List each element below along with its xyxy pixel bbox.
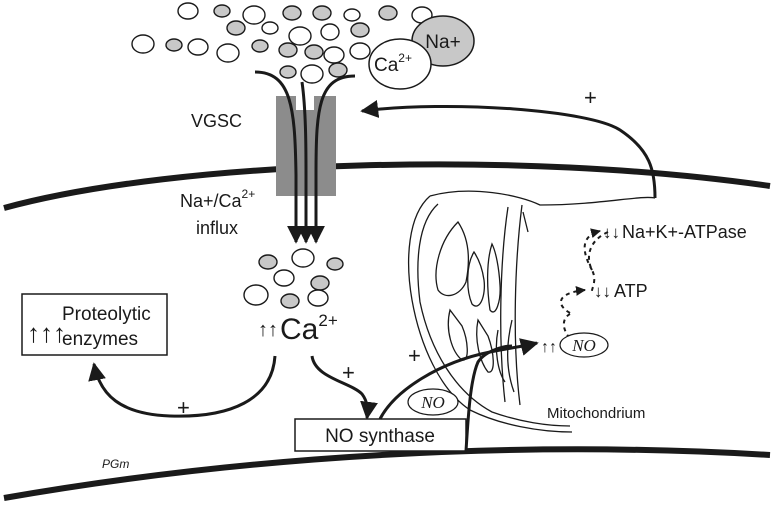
vgsc-label: VGSC <box>191 111 242 131</box>
plus-sign-synthase: + <box>408 343 421 368</box>
no-mito-indicator: ↑↑ <box>541 339 557 356</box>
dashed-arrow-to-atp <box>588 231 609 295</box>
influx-arrow-right <box>307 74 356 244</box>
proteolytic-box <box>21 293 168 356</box>
outer-membrane <box>3 161 771 211</box>
no-cytosol-label: NO <box>420 393 445 412</box>
influx-arrow-center <box>297 81 315 244</box>
no-cytosol-oval <box>407 388 459 416</box>
mitochondrion <box>408 190 656 433</box>
influx-label-line1: Na+/Ca2+ <box>180 187 255 211</box>
proteolytic-indicator: ↑↑↑ <box>27 318 66 348</box>
na-k-atpase-indicator: ↓↓ <box>603 223 620 242</box>
inner-membrane <box>3 446 771 501</box>
arrow-to-proteolytic <box>88 355 277 418</box>
ca-ion-label: Ca2+ <box>374 51 412 76</box>
na-ion-label: Na+ <box>425 32 460 53</box>
arrow-synthase-to-no <box>378 338 539 420</box>
feedback-arrow <box>360 100 657 199</box>
mitochondrium-label: Mitochondrium <box>547 405 645 422</box>
no-mito-oval <box>559 332 609 358</box>
atp-indicator: ↓↓ <box>594 282 611 301</box>
signature: PGm <box>102 457 129 471</box>
intracellular-ions <box>243 248 344 309</box>
arrow-synthase-right <box>464 344 513 452</box>
na-k-atpase-label: Na+K+-ATPase <box>622 222 747 242</box>
dashed-arrow-atp <box>559 285 586 314</box>
no-synthase-label: NO synthase <box>325 426 435 447</box>
influx-label-line2: influx <box>196 218 238 238</box>
plus-sign-center: + <box>342 360 355 385</box>
proteolytic-label-line2: enzymes <box>62 329 138 350</box>
arrow-to-synthase <box>310 355 378 420</box>
influx-arrow-left <box>254 70 305 244</box>
dashed-arrow-atpase <box>583 228 601 271</box>
proteolytic-label-line1: Proteolytic <box>62 304 151 325</box>
dashed-arrow-to-atpase <box>562 313 576 345</box>
ca-ion-circle <box>368 38 432 90</box>
ca-main-label: Ca2+ <box>280 311 338 346</box>
ca-main-indicator: ↑↑ <box>258 319 278 341</box>
plus-sign-top: + <box>584 85 597 110</box>
no-mito-label: NO <box>571 336 596 355</box>
atp-label: ATP <box>614 281 648 301</box>
no-synthase-box <box>294 418 467 452</box>
plus-sign-left: + <box>177 395 190 420</box>
